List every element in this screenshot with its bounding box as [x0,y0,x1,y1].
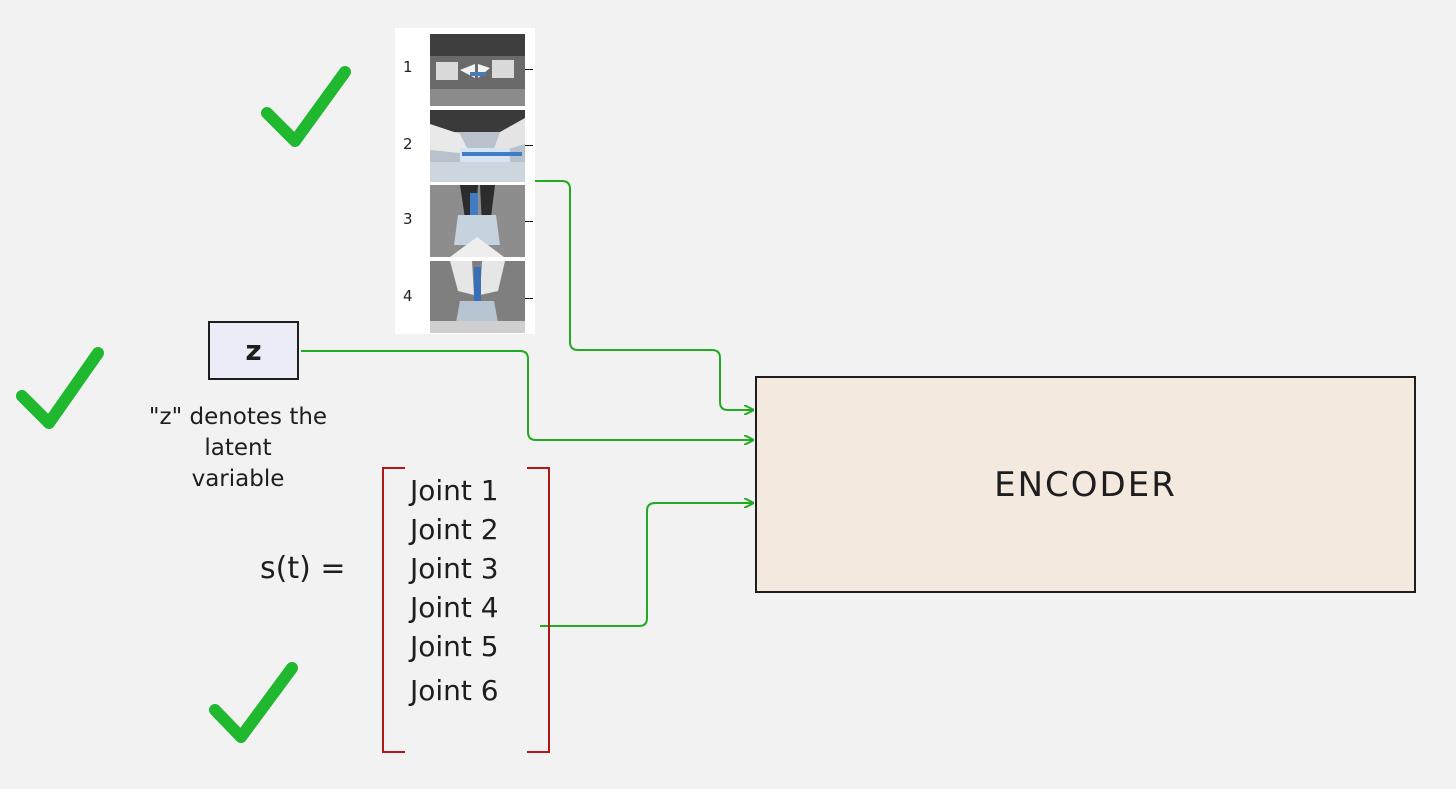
checkmark-icon [261,66,351,147]
frame-tick [525,69,533,70]
frame-image-1 [430,34,525,106]
frame-tick [525,298,533,299]
joint-entry: Joint 1 [410,474,499,507]
arrow-frames-to-encoder [535,180,753,410]
checkmark-icon [209,662,298,743]
frame-image-3 [430,185,525,257]
arrow-state-to-encoder [540,503,753,627]
encoder-label: ENCODER [994,464,1177,505]
joint-entry: Joint 4 [410,591,499,624]
left-bracket [382,467,405,753]
frame-tick [525,221,533,222]
frame-number: 3 [403,210,413,228]
latent-note: "z" denotes the latent variable [118,402,358,495]
arrow-z-to-encoder [301,350,753,440]
latent-note-line: variable [191,466,285,492]
frame-number: 4 [403,287,413,305]
checkmark-icon [16,347,104,429]
joint-entry: Joint 5 [410,630,499,663]
demo-frame-strip: 1 2 3 [395,28,535,334]
joint-entry: Joint 3 [410,552,499,585]
encoder-block: ENCODER [755,376,1416,593]
joint-entry: Joint 6 [410,674,499,707]
frame-number: 1 [403,58,413,76]
latent-z-box: z [208,321,299,380]
frame-number: 2 [403,135,413,153]
frame-tick [525,145,533,146]
latent-note-line: "z" denotes the [148,404,328,430]
joint-entry: Joint 2 [410,513,499,546]
right-bracket [527,467,550,753]
frame-image-4 [430,261,525,333]
latent-note-line: latent [204,435,272,461]
latent-z-label: z [245,334,262,367]
frame-image-2 [430,110,525,182]
state-vector-label: s(t) = [260,551,346,586]
